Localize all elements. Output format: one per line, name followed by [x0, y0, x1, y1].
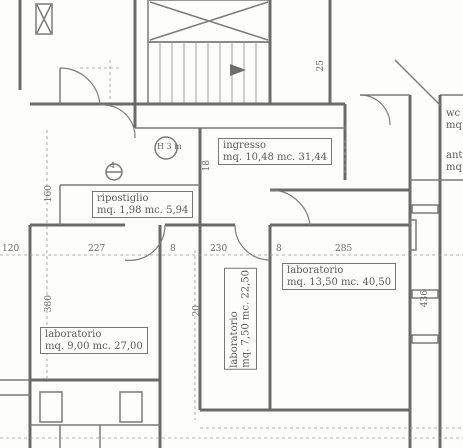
room-area: mq. 10,48 mc. 31,44	[223, 151, 328, 163]
dim-227: 227	[88, 244, 106, 254]
height-marker-text: H 3 m	[157, 142, 182, 151]
staircase	[147, 0, 271, 105]
room-label-ripostiglio: ripostiglio mq. 1,98 mc. 5,94	[92, 191, 194, 218]
bottom-details	[39, 391, 143, 448]
dim-380: 380	[44, 295, 54, 313]
room-label-anti: anti mq	[446, 150, 463, 173]
dim-8a: 8	[170, 244, 176, 254]
room-area: mq. 1,98 mc. 5,94	[97, 204, 189, 216]
room-label-wc: wc mq	[446, 108, 462, 131]
room-area: mq. 7,50 mc. 22,50	[240, 270, 252, 368]
room-label-lab-left: laboratorio mq. 9,00 mc. 27,00	[40, 327, 148, 354]
window-top-left	[35, 3, 53, 35]
right-windows	[409, 204, 439, 344]
room-label-lab-right: laboratorio mq. 13,50 mc. 40,50	[282, 263, 397, 290]
room-label-ingresso: ingresso mq. 10,48 mc. 31,44	[218, 138, 333, 165]
room-name: ingresso	[223, 140, 267, 151]
room-area: mq. 13,50 mc. 40,50	[287, 276, 392, 288]
room-name: laboratorio	[45, 329, 102, 340]
dim-160: 160	[44, 185, 54, 203]
room-name: wc	[446, 108, 461, 119]
number-marker-text: 4	[110, 161, 116, 170]
dim-285: 285	[335, 244, 353, 254]
room-area: mq	[446, 119, 462, 131]
dim-8b: 8	[276, 244, 282, 254]
room-name: anti	[446, 150, 463, 161]
room-name: laboratorio	[287, 265, 344, 276]
dim-436: 436	[420, 290, 430, 308]
height-marker	[154, 136, 178, 160]
dim-230: 230	[210, 244, 228, 254]
dim-120: 120	[2, 244, 20, 254]
room-label-lab-mid: laboratorio mq. 7,50 mc. 22,50	[224, 268, 257, 370]
dim-18: 18	[202, 160, 212, 172]
dim-25: 25	[316, 60, 326, 72]
room-name: ripostiglio	[97, 193, 149, 204]
markers	[105, 136, 178, 181]
room-name: laboratorio	[229, 311, 240, 368]
room-area: mq	[446, 161, 462, 173]
doors	[59, 59, 441, 261]
dim-20: 20	[192, 305, 202, 317]
dimension-lines	[0, 60, 463, 439]
room-area: mq. 9,00 mc. 27,00	[45, 340, 143, 352]
